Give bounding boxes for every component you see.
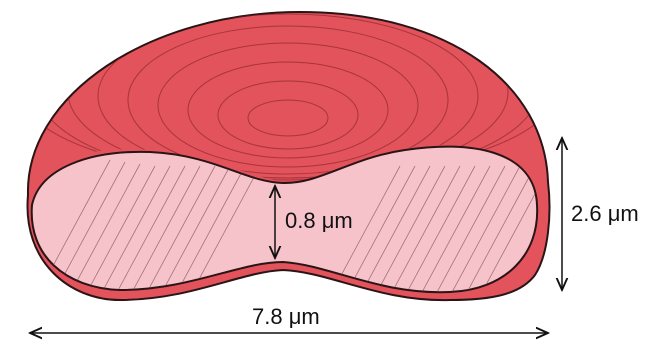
edge-thickness-label: 2.6 μm	[571, 201, 639, 226]
diameter-label: 7.8 μm	[252, 304, 320, 329]
center-thickness-label: 0.8 μm	[285, 208, 353, 233]
